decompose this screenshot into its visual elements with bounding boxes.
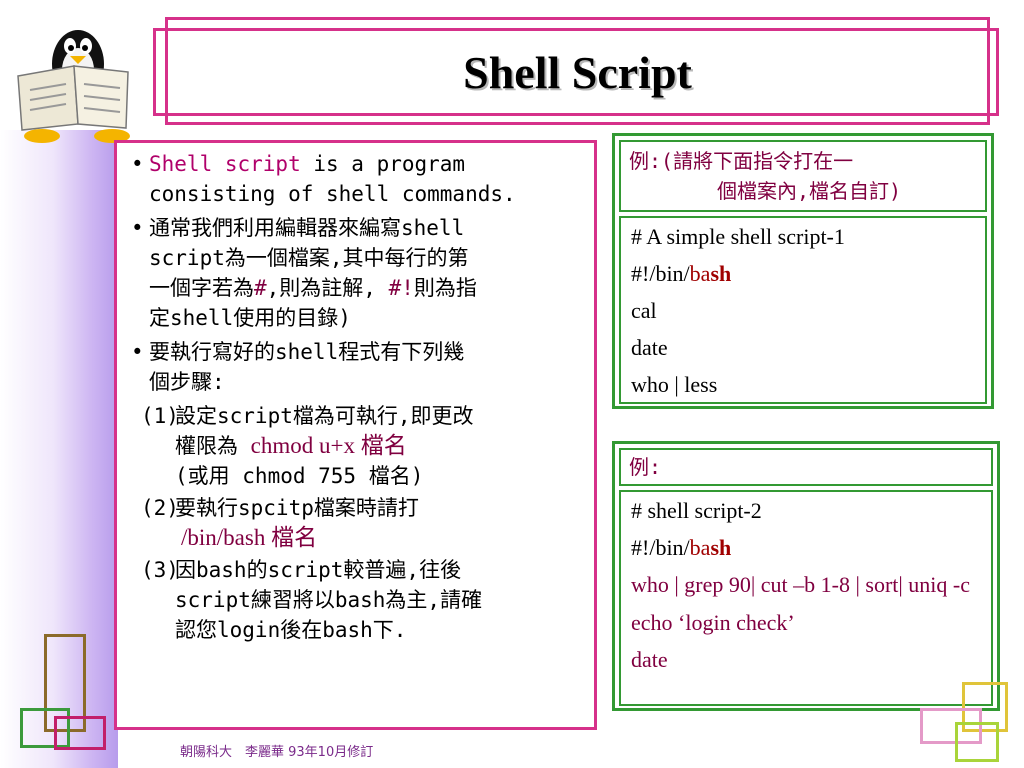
example-2-heading-frame: 例: [619,448,993,486]
step-1: (1) 設定script檔為可執行,即更改 權限為 chmod u+x 檔名 (… [131,401,584,491]
code-line: cal [631,298,657,323]
slide-title: Shell Script [463,46,692,98]
bash-command: /bin/bash 檔名 [181,525,318,550]
title-frame-outer [165,17,990,125]
decorative-square [44,634,86,732]
bullet-line: 定shell使用的目錄) [149,306,351,330]
bullet-line: script為一個檔案,其中每行的第 [149,246,469,270]
code-line: #!/bin/bash [631,529,981,566]
code-line: date [631,647,668,672]
code-line: # A simple shell script-1 [631,224,845,249]
text: #!/bin/ [631,261,690,286]
decorative-square [962,682,1008,732]
step-line: (或用 chmod 755 檔名) [175,464,424,488]
linux-penguin-icon [8,6,140,146]
hash-symbol: # [254,276,267,300]
example-1-box: 例:(請將下面指令打在一 個檔案內,檔名自訂) # A simple shell… [612,133,994,409]
left-gradient-strip [0,130,118,768]
code-line: who | grep 90| cut –b 1-8 | sort| uniq -… [631,572,971,597]
text: sh [710,261,732,286]
heading-line: 個檔案內,檔名自訂) [717,179,902,203]
step-number: (1) [141,404,179,428]
text: 則為指 [413,276,477,300]
bullet-execution-steps: • 要執行寫好的shell程式有下列幾 個步驟: [131,337,584,397]
decorative-square [955,722,999,762]
bullet-mark: • [131,152,144,176]
step-line: script練習將以bash為主,請確 [175,588,483,612]
bullet-highlight: Shell script [149,152,301,176]
example-2-code-frame: # shell script-2 #!/bin/bash who | grep … [619,490,993,706]
step-line: 要執行spcitp檔案時請打 [175,496,419,520]
step-line: 因bash的script較普遍,往後 [175,558,462,582]
text: ba [689,535,711,560]
text: ,則為註解, [266,276,389,300]
decorative-square [920,708,982,744]
bullet-mark: • [131,216,144,240]
bullet-text: is a program consisting of shell command… [149,152,516,206]
example-2-code: # shell script-2 #!/bin/bash who | grep … [621,492,991,678]
footer-credit: 朝陽科大 李麗華 93年10月修訂 [180,745,374,760]
bullet-line: 個步驟: [149,370,225,394]
example-1-code: # A simple shell script-1 #!/bin/bash ca… [621,218,985,403]
code-line: who | less [631,372,718,397]
code-line: date [631,335,668,360]
text: 權限為 [175,434,251,458]
bullet-mark: • [131,340,144,364]
decorative-square [54,716,106,750]
step-3: (3) 因bash的script較普遍,往後 script練習將以bash為主,… [131,555,584,645]
example-1-heading: 例:(請將下面指令打在一 個檔案內,檔名自訂) [621,142,985,210]
code-line: # shell script-2 [631,498,762,523]
step-number: (3) [141,558,179,582]
step-number: (2) [141,496,179,520]
example-1-heading-frame: 例:(請將下面指令打在一 個檔案內,檔名自訂) [619,140,987,212]
step-2: (2) 要執行spcitp檔案時請打 /bin/bash 檔名 [131,493,584,553]
bullet-shell-script-definition: • Shell script is a program consisting o… [131,149,584,209]
bullet-line: 一個字若為#,則為註解, #!則為指 [149,273,584,303]
heading-line: 例:(請將下面指令打在一 [629,149,854,173]
step-line: 權限為 chmod u+x 檔名 [175,431,584,461]
step-line: 設定script檔為可執行,即更改 [175,404,474,428]
text: 一個字若為 [149,276,254,300]
step-line: 認您login後在bash下. [175,618,407,642]
bullet-editor-usage: • 通常我們利用編輯器來編寫shell script為一個檔案,其中每行的第 一… [131,213,584,333]
example-1-code-frame: # A simple shell script-1 #!/bin/bash ca… [619,216,987,404]
text: sh [710,535,732,560]
example-2-box: 例: # shell script-2 #!/bin/bash who | gr… [612,441,1000,711]
text: #!/bin/ [631,535,690,560]
code-line: #!/bin/bash [631,255,975,292]
example-2-heading: 例: [629,455,662,479]
bullet-line: 要執行寫好的shell程式有下列幾 [149,340,465,364]
code-line: echo ‘login check’ [631,610,795,635]
title-frame-inner [153,28,999,116]
bullet-line: 通常我們利用編輯器來編寫shell [149,216,465,240]
shebang-symbol: #! [388,276,414,300]
text: ba [689,261,711,286]
main-text-box: • Shell script is a program consisting o… [114,140,597,730]
decorative-square [20,708,70,748]
chmod-command: chmod u+x 檔名 [250,433,407,458]
